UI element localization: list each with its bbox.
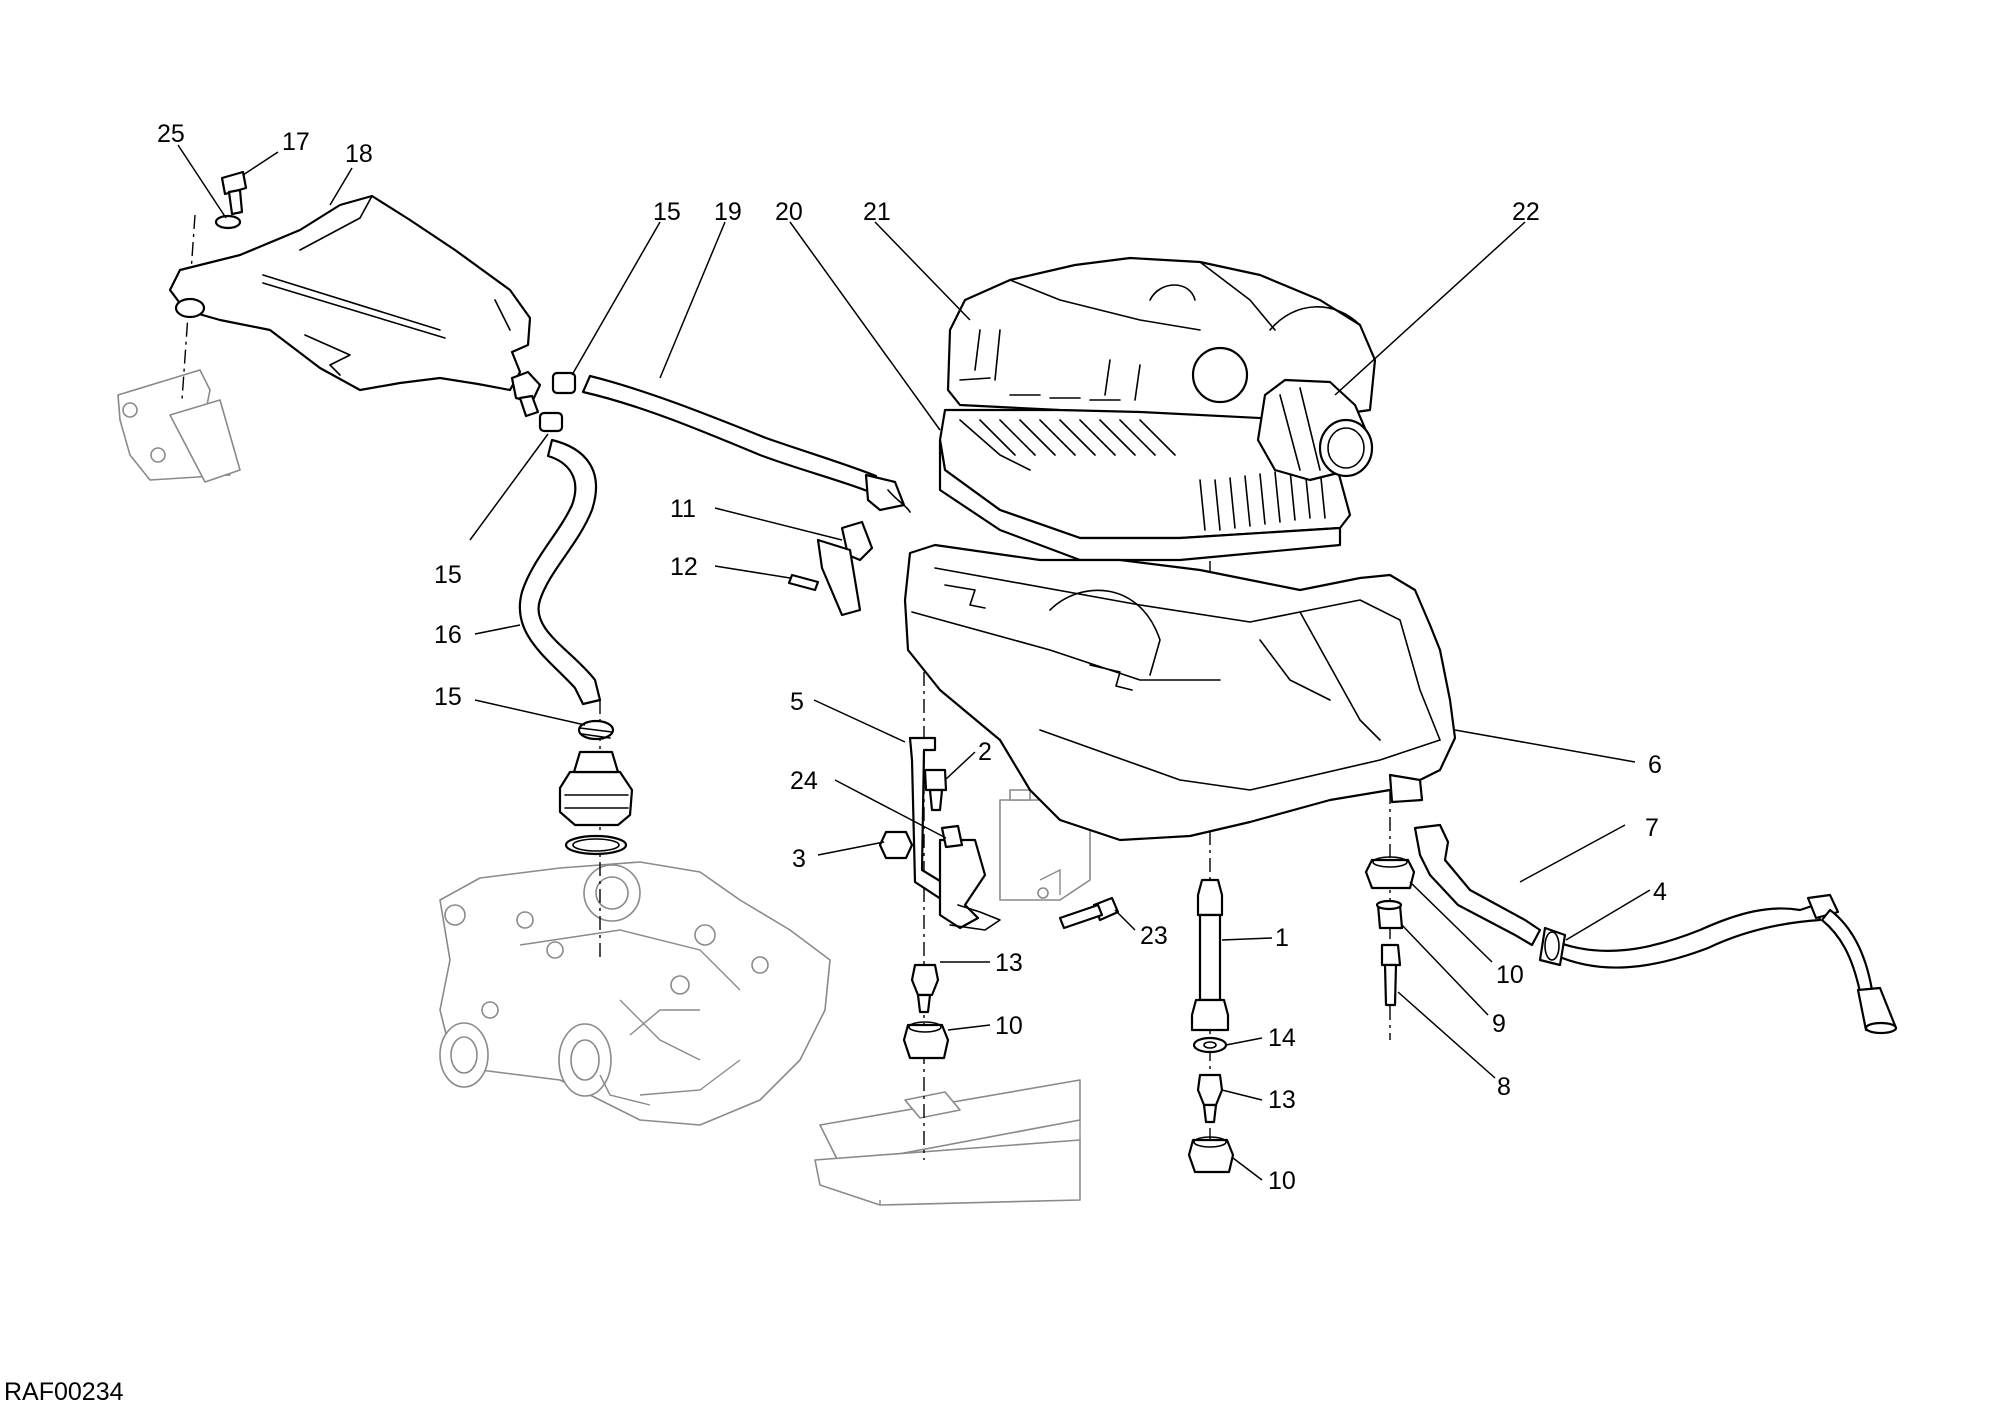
callout-11: 11 <box>670 495 696 523</box>
screw-part-2 <box>923 768 948 812</box>
screw-part-17 <box>220 170 248 216</box>
breather-fitting <box>558 750 634 827</box>
leader-lines <box>177 144 1651 1181</box>
spacer-part-1 <box>1190 878 1230 1032</box>
breather-hose-part-16 <box>518 438 602 706</box>
hose-clamp-part-15-upper <box>538 371 577 433</box>
callout-15: 15 <box>434 683 462 711</box>
stud-part-13-center <box>1196 1073 1224 1124</box>
airbox-base-part-6 <box>903 543 1457 842</box>
stud-part-13-left <box>910 963 940 1014</box>
grommet-part-10-left <box>902 1021 950 1060</box>
airbox-cover-part-21 <box>946 256 1377 422</box>
diagram-code: RAF00234 <box>4 1378 124 1406</box>
callout-5: 5 <box>790 688 804 716</box>
callout-labels: 25 17 18 15 19 20 21 22 11 12 15 16 15 5… <box>157 120 1667 1195</box>
grommet-part-10-center <box>1187 1136 1235 1174</box>
callout-20: 20 <box>775 198 803 226</box>
callout-22: 22 <box>1512 198 1540 226</box>
stud-part-24 <box>940 824 964 849</box>
callout-23: 23 <box>1140 922 1168 950</box>
callout-15: 15 <box>653 198 681 226</box>
callout-21: 21 <box>863 198 891 226</box>
grommet-part-10-right <box>1364 856 1416 890</box>
frame-bracket-ghost <box>117 369 241 483</box>
pin-part-12 <box>787 573 820 592</box>
callout-25: 25 <box>157 120 185 148</box>
callout-1: 1 <box>1275 924 1289 952</box>
air-filter-part-20 <box>938 408 1352 562</box>
callout-18: 18 <box>345 140 373 168</box>
callout-10: 10 <box>995 1012 1023 1040</box>
intake-trumpet-part-22 <box>1256 378 1374 482</box>
breather-tank-part-18 <box>168 194 532 392</box>
nut-part-3 <box>878 830 914 860</box>
clip-part-11 <box>816 520 874 617</box>
tank-outlet-fittings <box>510 370 542 418</box>
callout-24: 24 <box>790 767 818 795</box>
frame-tube-ghost <box>814 1079 1081 1206</box>
washer-part-25 <box>214 214 242 230</box>
screw-part-8 <box>1380 943 1402 1007</box>
callout-10: 10 <box>1268 1167 1296 1195</box>
clamp-part-4 <box>1538 926 1567 967</box>
drain-hose-part-7 <box>1413 823 1898 1035</box>
callout-13: 13 <box>1268 1086 1296 1114</box>
callout-6: 6 <box>1648 751 1662 779</box>
callout-9: 9 <box>1492 1010 1506 1038</box>
callout-2: 2 <box>978 738 992 766</box>
callout-10: 10 <box>1496 961 1524 989</box>
callout-16: 16 <box>434 621 462 649</box>
callout-8: 8 <box>1497 1073 1511 1101</box>
callout-14: 14 <box>1268 1024 1296 1052</box>
o-ring <box>564 834 628 856</box>
callout-19: 19 <box>714 198 742 226</box>
hose-clamp-part-15-lower <box>577 719 615 741</box>
washer-part-14 <box>1192 1036 1228 1054</box>
callout-12: 12 <box>670 553 698 581</box>
callout-17: 17 <box>282 128 310 156</box>
engine-crankcase-ghost <box>439 861 831 1126</box>
callout-15: 15 <box>434 561 462 589</box>
bolt-part-23 <box>1058 896 1120 930</box>
callout-7: 7 <box>1645 814 1659 842</box>
callout-4: 4 <box>1653 878 1667 906</box>
spacer-part-9 <box>1375 899 1404 930</box>
breather-hose-part-19 <box>581 374 911 513</box>
callout-13: 13 <box>995 949 1023 977</box>
callout-3: 3 <box>792 845 806 873</box>
